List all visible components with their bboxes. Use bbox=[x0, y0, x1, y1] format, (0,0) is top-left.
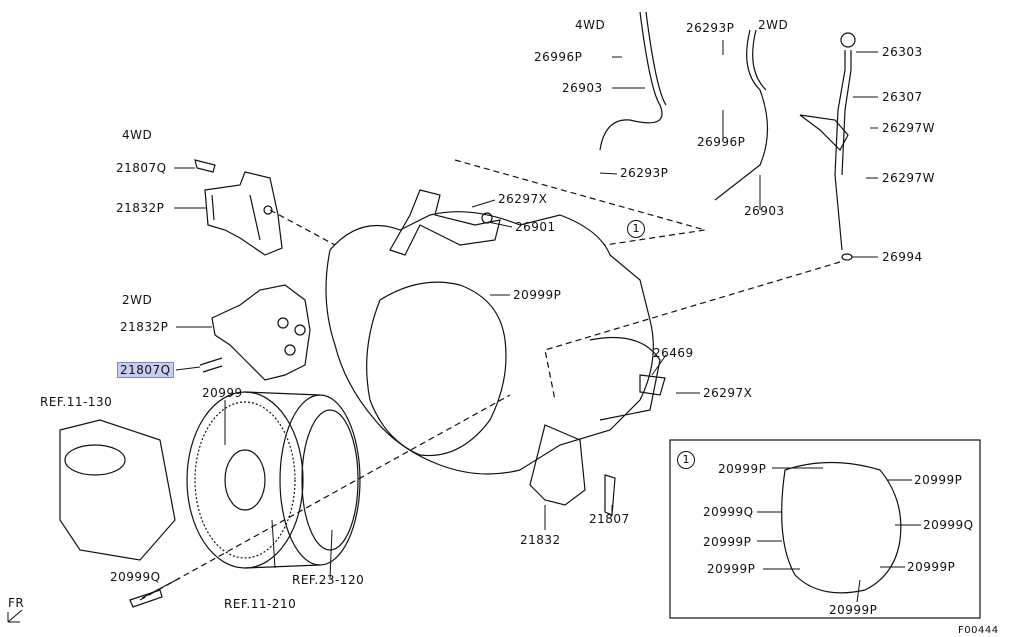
part-20999[interactable]: 20999 bbox=[202, 386, 243, 400]
bracket-26901 bbox=[389, 189, 501, 256]
part-21807q-2wd-highlighted[interactable]: 21807Q bbox=[117, 362, 174, 378]
label-4wd-mount: 4WD bbox=[122, 128, 153, 142]
part-26469[interactable]: 26469 bbox=[653, 346, 694, 360]
detail-20999p-6[interactable]: 20999P bbox=[829, 603, 878, 617]
part-26297w-b[interactable]: 26297W bbox=[882, 171, 936, 185]
part-20999p-main[interactable]: 20999P bbox=[513, 288, 562, 302]
dipstick bbox=[834, 50, 852, 251]
mount-bracket-4wd bbox=[204, 171, 283, 256]
part-26901[interactable]: 26901 bbox=[515, 220, 556, 234]
part-21807q-4wd[interactable]: 21807Q bbox=[116, 161, 167, 175]
figure-code: F00444 bbox=[958, 625, 999, 636]
part-26307[interactable]: 26307 bbox=[882, 90, 923, 104]
part-21832p-4wd[interactable]: 21832P bbox=[116, 201, 165, 215]
detail-20999p-5[interactable]: 20999P bbox=[907, 560, 956, 574]
part-26996p-mid[interactable]: 26996P bbox=[697, 135, 746, 149]
ref-11-210[interactable]: REF.11-210 bbox=[224, 597, 297, 611]
detail-20999q-1[interactable]: 20999Q bbox=[703, 505, 754, 519]
part-26293p-mid[interactable]: 26293P bbox=[620, 166, 669, 180]
label-4wd-pipe: 4WD bbox=[575, 18, 606, 32]
callout-marker[interactable]: 1 bbox=[627, 220, 645, 238]
part-21832p-2wd[interactable]: 21832P bbox=[120, 320, 169, 334]
part-26297x-b[interactable]: 26297X bbox=[703, 386, 753, 400]
mount-bracket-2wd bbox=[211, 284, 311, 381]
detail-20999q-2[interactable]: 20999Q bbox=[923, 518, 974, 532]
bracket-21832 bbox=[529, 424, 586, 506]
label-2wd-mount: 2WD bbox=[122, 293, 153, 307]
engine-block-ref bbox=[59, 419, 176, 561]
part-26996p-top[interactable]: 26996P bbox=[534, 50, 583, 64]
detail-20999p-3[interactable]: 20999P bbox=[703, 535, 752, 549]
detail-20999p-4[interactable]: 20999P bbox=[707, 562, 756, 576]
detail-housing bbox=[781, 461, 902, 594]
oil-pipe-2wd bbox=[714, 29, 769, 201]
ref-11-130[interactable]: REF.11-130 bbox=[40, 395, 113, 409]
oil-pipe-4wd bbox=[599, 11, 663, 151]
part-21807[interactable]: 21807 bbox=[589, 512, 630, 526]
part-26297w-a[interactable]: 26297W bbox=[882, 121, 936, 135]
part-26303[interactable]: 26303 bbox=[882, 45, 923, 59]
ref-23-120[interactable]: REF.23-120 bbox=[292, 573, 365, 587]
front-direction-label: FR bbox=[8, 596, 25, 610]
transmission-case bbox=[325, 211, 654, 475]
torque-converter bbox=[279, 394, 361, 566]
bell-housing bbox=[366, 281, 507, 457]
part-26903-left[interactable]: 26903 bbox=[562, 81, 603, 95]
detail-box bbox=[669, 439, 981, 619]
detail-20999p-2[interactable]: 20999P bbox=[914, 473, 963, 487]
part-26297x-a[interactable]: 26297X bbox=[498, 192, 548, 206]
part-26293p-top[interactable]: 26293P bbox=[686, 21, 735, 35]
detail-marker: 1 bbox=[677, 451, 695, 469]
part-21832[interactable]: 21832 bbox=[520, 533, 561, 547]
detail-20999p-1[interactable]: 20999P bbox=[718, 462, 767, 476]
part-26903-right[interactable]: 26903 bbox=[744, 204, 785, 218]
part-20999q-bottom[interactable]: 20999Q bbox=[110, 570, 161, 584]
label-2wd-pipe: 2WD bbox=[758, 18, 789, 32]
part-26994[interactable]: 26994 bbox=[882, 250, 923, 264]
